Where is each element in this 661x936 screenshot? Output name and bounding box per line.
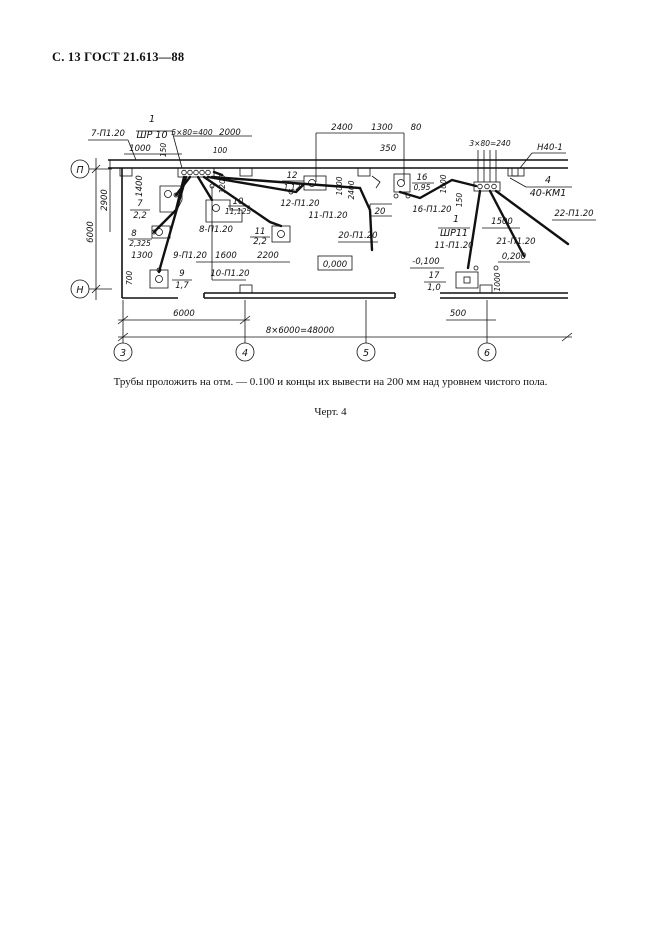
page-header: С. 13 ГОСТ 21.613—88 bbox=[52, 50, 185, 64]
axis-label-H: Н bbox=[76, 285, 83, 296]
equip-10-number: 10 bbox=[233, 197, 244, 207]
equip-10-value: 11,125 bbox=[225, 207, 251, 216]
cabinet-shr11: 1 ШР11 bbox=[438, 150, 501, 239]
equip-9-number: 9 bbox=[179, 269, 184, 279]
route-20: 20-П1.20 bbox=[338, 231, 377, 241]
axis-label-6: 6 bbox=[484, 348, 490, 359]
dim-150b: 150 bbox=[455, 193, 464, 208]
dim-total-length: 8×6000=48000 bbox=[266, 326, 334, 336]
equip-8-number: 8 bbox=[131, 229, 137, 239]
dim-5x80: 5×80=400 bbox=[171, 128, 212, 137]
axis-label-P: П bbox=[76, 165, 83, 176]
floor-level-box bbox=[317, 255, 353, 271]
dim-6000-horizontal: 6000 bbox=[173, 309, 195, 319]
elevation-0200: 0,200 bbox=[502, 252, 526, 262]
equip-7-value: 2,2 bbox=[133, 211, 147, 221]
dim-6000-vertical: 6000 bbox=[86, 221, 96, 243]
dim-80: 80 bbox=[411, 123, 422, 133]
equip-12-value: 1,12 bbox=[284, 183, 301, 192]
dim-2200: 2200 bbox=[257, 251, 279, 261]
junction-points bbox=[151, 183, 499, 273]
equip-4-number: 4 bbox=[545, 175, 551, 186]
floor-level-mark: 0,000 bbox=[323, 260, 347, 270]
dim-1300: 1300 bbox=[371, 123, 393, 133]
dim-1300b: 1300 bbox=[131, 251, 153, 261]
equip-16-value: 0,95 bbox=[414, 183, 431, 192]
route-9: 9-П1.20 bbox=[173, 251, 207, 261]
equip-8-value: 2,325 bbox=[129, 239, 151, 248]
elevation-minus-0100: -0,100 bbox=[412, 257, 439, 267]
dim-2900: 2900 bbox=[100, 189, 110, 211]
equip-40km1-label: 40-КМ1 bbox=[530, 188, 567, 199]
equip-20-number: 20 bbox=[375, 207, 386, 217]
equipment-symbols: 7 2,2 8 2,325 9 1,7 10 11,125 11 2,2 12 … bbox=[128, 143, 572, 293]
cabinet-shr11-label: ШР11 bbox=[440, 228, 468, 239]
dim-500: 500 bbox=[450, 309, 466, 319]
dim-2400v: 2400 bbox=[347, 180, 356, 199]
dim-1600: 1600 bbox=[215, 251, 237, 261]
route-21: 21-П1.20 bbox=[496, 237, 535, 247]
route-8: 8-П1.20 bbox=[199, 225, 233, 235]
dim-350: 350 bbox=[380, 144, 396, 154]
route-11: 11-П1.20 bbox=[308, 211, 347, 221]
axis-label-3: 3 bbox=[120, 348, 126, 359]
electrical-plan-drawing: П Н 3 4 5 6 6000 8×6000=48000 500 6000 bbox=[70, 114, 596, 362]
cabinet-1-number: 1 bbox=[149, 114, 155, 125]
equip-11-number: 11 bbox=[255, 227, 266, 237]
dim-1000d: 1000 bbox=[493, 272, 502, 291]
axis-markers: П Н 3 4 5 6 bbox=[70, 159, 497, 362]
cabinet-shr10-label: ШР 10 bbox=[137, 130, 168, 141]
axis-label-4: 4 bbox=[242, 348, 248, 359]
dim-1500: 1500 bbox=[491, 217, 513, 227]
route-16: 16-П1.20 bbox=[412, 205, 451, 215]
elevation-marks: 0,000 -0,100 0,200 bbox=[317, 252, 530, 271]
installation-note: Трубы проложить на отм. — 0.100 и концы … bbox=[113, 376, 548, 388]
dim-700: 700 bbox=[125, 271, 134, 286]
dim-2400: 2400 bbox=[331, 123, 353, 133]
dim-1200: 1200 bbox=[218, 174, 227, 193]
bottom-dimensions: 6000 8×6000=48000 500 bbox=[117, 309, 573, 342]
axis-label-5: 5 bbox=[363, 348, 369, 359]
left-dimensions: 6000 2900 1400 700 1300 bbox=[86, 158, 153, 300]
equip-7-number: 7 bbox=[137, 199, 143, 209]
equip-17-value: 1,0 bbox=[427, 283, 441, 293]
figure-caption: Черт. 4 bbox=[314, 406, 347, 418]
dim-1400: 1400 bbox=[135, 175, 145, 197]
cabinet-1b-number: 1 bbox=[453, 214, 459, 225]
route-11b: 11-П1.20 bbox=[434, 241, 473, 251]
equip-16-number: 16 bbox=[417, 173, 428, 183]
dim-2000: 2000 bbox=[219, 128, 241, 138]
route-12: 12-П1.20 bbox=[280, 199, 319, 209]
route-22: 22-П1.20 bbox=[554, 209, 593, 219]
building-walls bbox=[108, 159, 568, 299]
equip-9-value: 1,7 bbox=[175, 281, 189, 291]
equip-17-number: 17 bbox=[429, 271, 440, 281]
route-7: 7-П1.20 bbox=[91, 129, 125, 139]
dim-1000a: 1000 bbox=[129, 144, 151, 154]
equip-11-value: 2,2 bbox=[253, 237, 267, 247]
equip-h40-label: Н40-1 bbox=[537, 143, 563, 153]
equip-12-number: 12 bbox=[287, 171, 298, 181]
route-10: 10-П1.20 bbox=[210, 269, 249, 279]
dim-150a: 150 bbox=[159, 143, 168, 158]
route-labels: 7-П1.20 9-П1.20 8-П1.20 10-П1.20 12-П1.2… bbox=[88, 129, 596, 281]
dim-100: 100 bbox=[213, 146, 228, 155]
dim-3x80: 3×80=240 bbox=[469, 139, 510, 148]
cable-routes bbox=[152, 170, 570, 274]
